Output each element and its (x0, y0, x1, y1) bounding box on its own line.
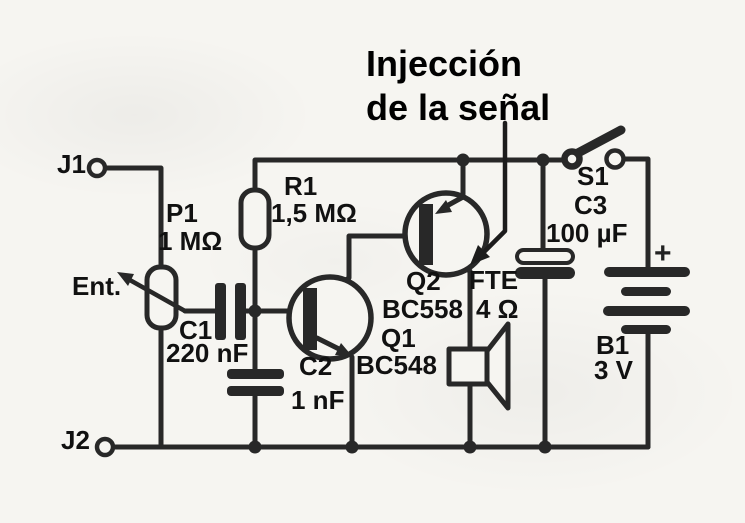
label-c3-value: 100 µF (546, 218, 628, 248)
injection-pointer-arrow (470, 120, 508, 265)
s1-lever (571, 125, 626, 159)
wire-j1-lead (103, 165, 164, 270)
transistor-q2 (402, 190, 490, 278)
label-r1-name: R1 (284, 171, 318, 201)
terminal-j2 (94, 436, 116, 458)
s1-contact-left (561, 148, 583, 170)
label-q2-value: BC558 (382, 294, 463, 324)
label-j2: J2 (61, 425, 90, 455)
label-battery-plus: + (654, 237, 672, 270)
capacitor-c1 (215, 283, 246, 340)
q2-emitter-arrow (435, 200, 452, 214)
junction-dots (248, 153, 552, 454)
label-c3-name: C3 (574, 190, 608, 220)
label-q2-name: Q2 (406, 266, 441, 296)
terminal-j1 (86, 157, 108, 179)
diagram-title: Injección de la señal (366, 42, 550, 130)
label-s1: S1 (577, 161, 609, 191)
label-q1-value: BC548 (356, 350, 437, 380)
label-c2-name: C2 (299, 351, 333, 381)
transistor-q1 (286, 274, 374, 362)
label-r1-value: 1,5 MΩ (271, 198, 357, 228)
label-c2-value: 1 nF (291, 385, 345, 415)
battery-plate-short-2 (621, 325, 671, 334)
c3-plate-bottom (515, 267, 575, 279)
capacitor-c3 (515, 248, 575, 279)
speaker-horn (484, 321, 511, 411)
s1-contact-right (604, 148, 626, 170)
label-b1-value: 3 V (594, 355, 634, 385)
q2-base-bar (419, 204, 433, 265)
label-input: Ent. (72, 271, 122, 301)
label-q1-name: Q1 (381, 323, 416, 353)
label-c1-name: C1 (179, 315, 213, 345)
label-j1: J1 (57, 149, 86, 179)
switch-s1 (561, 125, 626, 170)
battery-plate-short-1 (621, 287, 671, 296)
title-line-2: de la señal (366, 87, 551, 128)
resistor-r1-body (238, 187, 272, 251)
components (86, 125, 690, 458)
label-speaker-value: 4 Ω (476, 294, 519, 324)
c3-plate-top (515, 248, 575, 265)
annotation-arrows (117, 120, 508, 314)
label-c1-value: 220 nF (166, 338, 249, 368)
capacitor-c2 (227, 369, 284, 396)
label-speaker-name: FTE (469, 265, 519, 295)
battery-plate-long-2 (603, 306, 690, 316)
battery-plate-long-1 (604, 267, 690, 277)
title-line-1: Injección (366, 43, 523, 84)
speaker-box (446, 346, 490, 387)
label-b1-name: B1 (596, 330, 630, 360)
battery-b1 (603, 267, 690, 334)
label-p1-name: P1 (166, 198, 198, 228)
label-p1-value: 1 MΩ (158, 226, 223, 256)
q1-base-bar (303, 288, 317, 350)
q1-emitter-arrow (335, 343, 352, 356)
speaker-fte (446, 321, 511, 411)
wire-top-rail-right (620, 156, 651, 271)
input-wiper-arrow (117, 272, 188, 314)
